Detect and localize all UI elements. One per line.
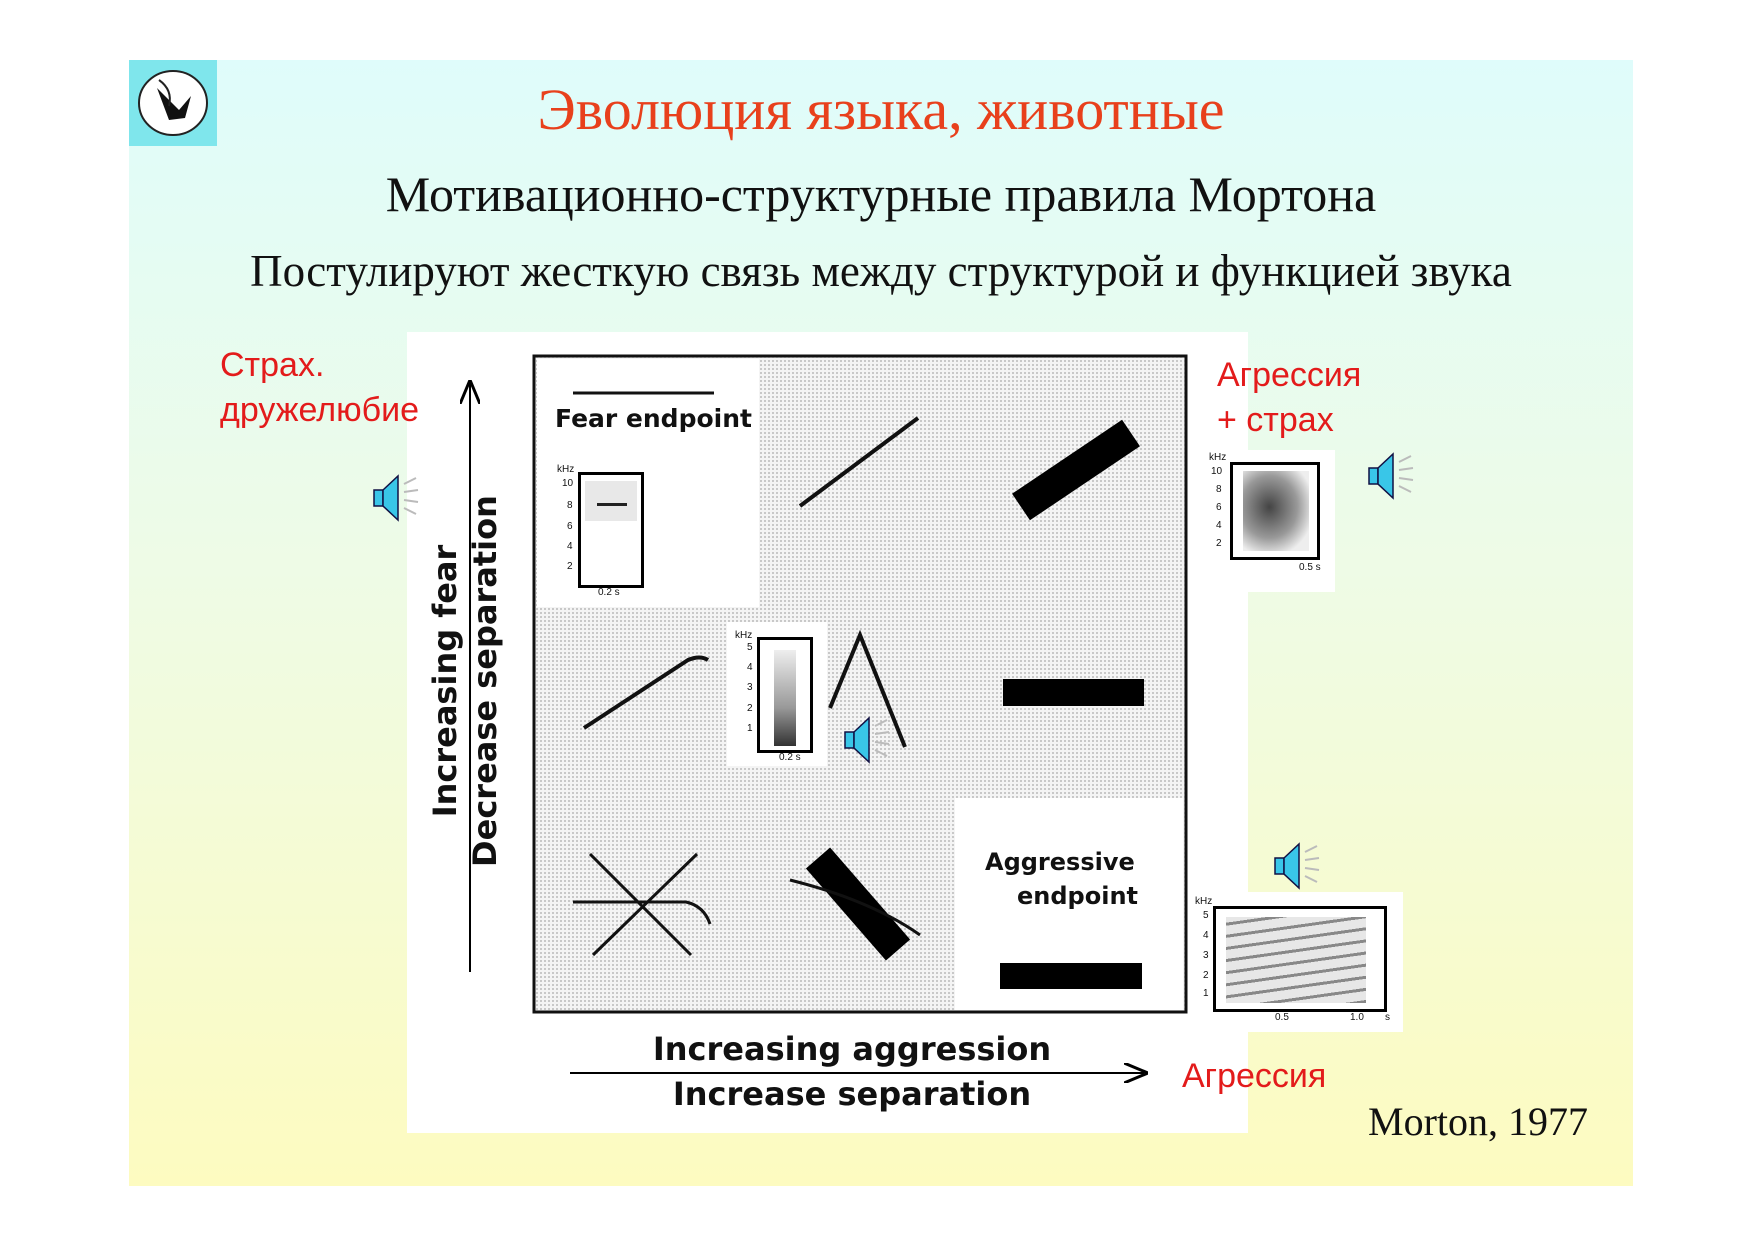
time-label: 0.5 s (1299, 562, 1321, 573)
unit-label: kHz (1209, 452, 1227, 463)
tick: 10 (1211, 466, 1223, 477)
spectrogram-aggression: kHz 5 4 3 2 1 0.5 1.0 s (1195, 892, 1403, 1032)
time-label: 0.2 s (779, 752, 801, 763)
tick: 2 (1216, 538, 1222, 549)
slide-subtitle: Мотивационно-структурные правила Мортона (385, 166, 1377, 222)
time-label: 0.5 (1275, 1012, 1289, 1023)
y-axis-label-1: Increasing fear (426, 544, 464, 818)
speaker-icon-aggression[interactable] (1273, 838, 1323, 894)
mark-x-line-2 (591, 852, 699, 957)
tick: 4 (747, 662, 753, 673)
tick: 5 (1203, 910, 1209, 921)
x-axis-label-1: Increasing aggression (652, 1030, 1052, 1068)
tick: 1 (1203, 988, 1209, 999)
mark-x-line-1 (588, 852, 693, 957)
tick: 3 (1203, 950, 1209, 961)
tick: 2 (747, 703, 753, 714)
mark-rising-curve (582, 655, 710, 730)
tick: 2 (1203, 970, 1209, 981)
time-unit-label: s (1385, 1012, 1390, 1023)
label-fear-line-2: дружелюбие (220, 391, 419, 429)
label-aggression: Агрессия (1182, 1057, 1327, 1095)
slide-title: Эволюция языка, животные (537, 77, 1225, 142)
x-axis-label-2: Increase separation (672, 1075, 1032, 1113)
tick: 6 (567, 521, 573, 532)
unit-label: kHz (1195, 896, 1213, 907)
y-axis-label-2: Decrease separation (466, 495, 504, 867)
tick: 6 (1216, 502, 1222, 513)
tick: 5 (747, 642, 753, 653)
mark-rising-line (798, 416, 920, 508)
mark-aggressive-bar (1000, 963, 1142, 989)
tick: 4 (1203, 930, 1209, 941)
slide-statement: Постулируют жесткую связь между структур… (250, 246, 1512, 296)
tick: 1 (747, 723, 753, 734)
tick: 8 (567, 500, 573, 511)
logo-icon (129, 60, 217, 146)
label-aggression-fear: Агрессия + страх (1217, 353, 1361, 443)
speaker-icon-aggression-fear[interactable] (1367, 448, 1417, 504)
mark-falling-bar (805, 847, 911, 961)
label-fear-line-1: Страх. (220, 346, 325, 384)
speaker-icon-fear[interactable] (372, 470, 422, 526)
fear-endpoint-label: Fear endpoint (555, 404, 752, 433)
tick: 4 (567, 541, 573, 552)
tick: 4 (1216, 520, 1222, 531)
mark-flat-bar (1003, 679, 1144, 706)
mark-x-flat (573, 900, 712, 925)
label-fear: Страх. дружелюбие (220, 343, 419, 433)
label-aggression-fear-line-1: Агрессия (1217, 356, 1362, 394)
tick: 10 (562, 478, 574, 489)
spectrogram-aggression-fear: kHz 10 8 6 4 2 0.5 s (1205, 450, 1335, 592)
mark-rising-bar (1012, 419, 1140, 521)
aggressive-endpoint-label-2: endpoint (1017, 882, 1138, 910)
tick: 8 (1216, 484, 1222, 495)
label-aggression-fear-line-2: + страх (1217, 401, 1334, 439)
mark-chevron (828, 629, 907, 748)
tick: 3 (747, 682, 753, 693)
time-label: 0.2 s (598, 587, 620, 598)
unit-label: kHz (735, 630, 753, 641)
time-label: 1.0 (1350, 1012, 1364, 1023)
spectrogram-middle: kHz 5 4 3 2 1 0.2 s (727, 622, 827, 766)
speaker-icon-middle[interactable] (843, 712, 893, 768)
spectrogram-fear: kHz 10 8 6 4 2 0.2 s (545, 460, 645, 600)
citation: Morton, 1977 (1368, 1099, 1588, 1144)
aggressive-endpoint-label-1: Aggressive (985, 848, 1135, 876)
tick: 2 (567, 561, 573, 572)
mark-falling-curve (789, 878, 921, 937)
unit-label: kHz (557, 464, 575, 475)
